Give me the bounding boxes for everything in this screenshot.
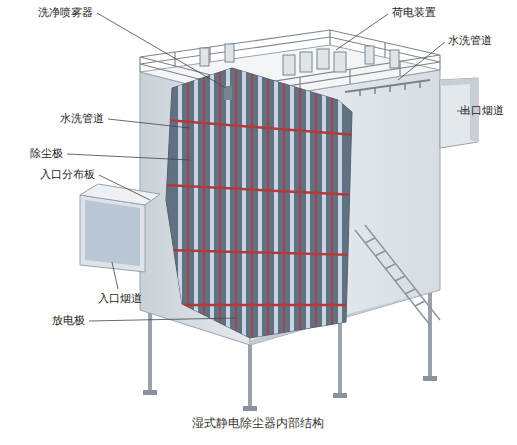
collecting-electrodes [180, 60, 340, 340]
leader-line [336, 14, 388, 50]
part-label: 出口烟道 [460, 104, 504, 118]
insulator [300, 52, 312, 72]
wash-pipe [345, 80, 430, 96]
part-label: 放电极 [52, 314, 85, 328]
leader-line [97, 13, 226, 88]
spray-nozzle [224, 86, 232, 100]
leader-line [108, 119, 190, 128]
leader-line [112, 262, 118, 289]
insulator [334, 52, 346, 72]
leg-base [243, 406, 257, 411]
leg-bases [143, 376, 437, 411]
insulator [365, 46, 374, 64]
leg [148, 308, 152, 392]
pipe [345, 80, 430, 92]
leader-lines [67, 13, 470, 321]
leg-base [423, 376, 437, 381]
part-label: 入口烟道 [98, 292, 142, 306]
leg [248, 344, 252, 408]
caption: 湿式静电除尘器内部结构 [192, 416, 324, 430]
leader-line [398, 42, 445, 80]
electrode-frame [165, 120, 355, 305]
part-label: 荷电装置 [392, 6, 436, 20]
leg-base [333, 393, 347, 398]
stair-rail [355, 230, 430, 325]
part-label: 水洗管道 [448, 34, 492, 48]
stairs [355, 225, 440, 325]
inlet-duct [80, 195, 145, 272]
insulator [200, 48, 209, 66]
discharge-electrodes [188, 60, 332, 340]
insulator [283, 55, 295, 75]
insulator [317, 49, 329, 69]
stair-steps [365, 238, 425, 306]
insulator [390, 50, 399, 68]
inlet-opening [85, 200, 140, 266]
insulator [225, 44, 234, 62]
part-label: 水洗管道 [60, 112, 104, 126]
stair-rail [365, 225, 440, 320]
leader-line [89, 318, 236, 321]
leg [338, 318, 342, 395]
nozzles [360, 82, 420, 96]
electrodes [165, 60, 355, 340]
leader-line [99, 175, 150, 200]
part-label: 除尘极 [30, 147, 63, 161]
part-label: 洗净喷雾器 [38, 6, 93, 20]
leader-line [67, 154, 190, 160]
leg-base [143, 390, 157, 395]
leg [428, 290, 432, 378]
part-label: 入口分布板 [40, 168, 95, 182]
